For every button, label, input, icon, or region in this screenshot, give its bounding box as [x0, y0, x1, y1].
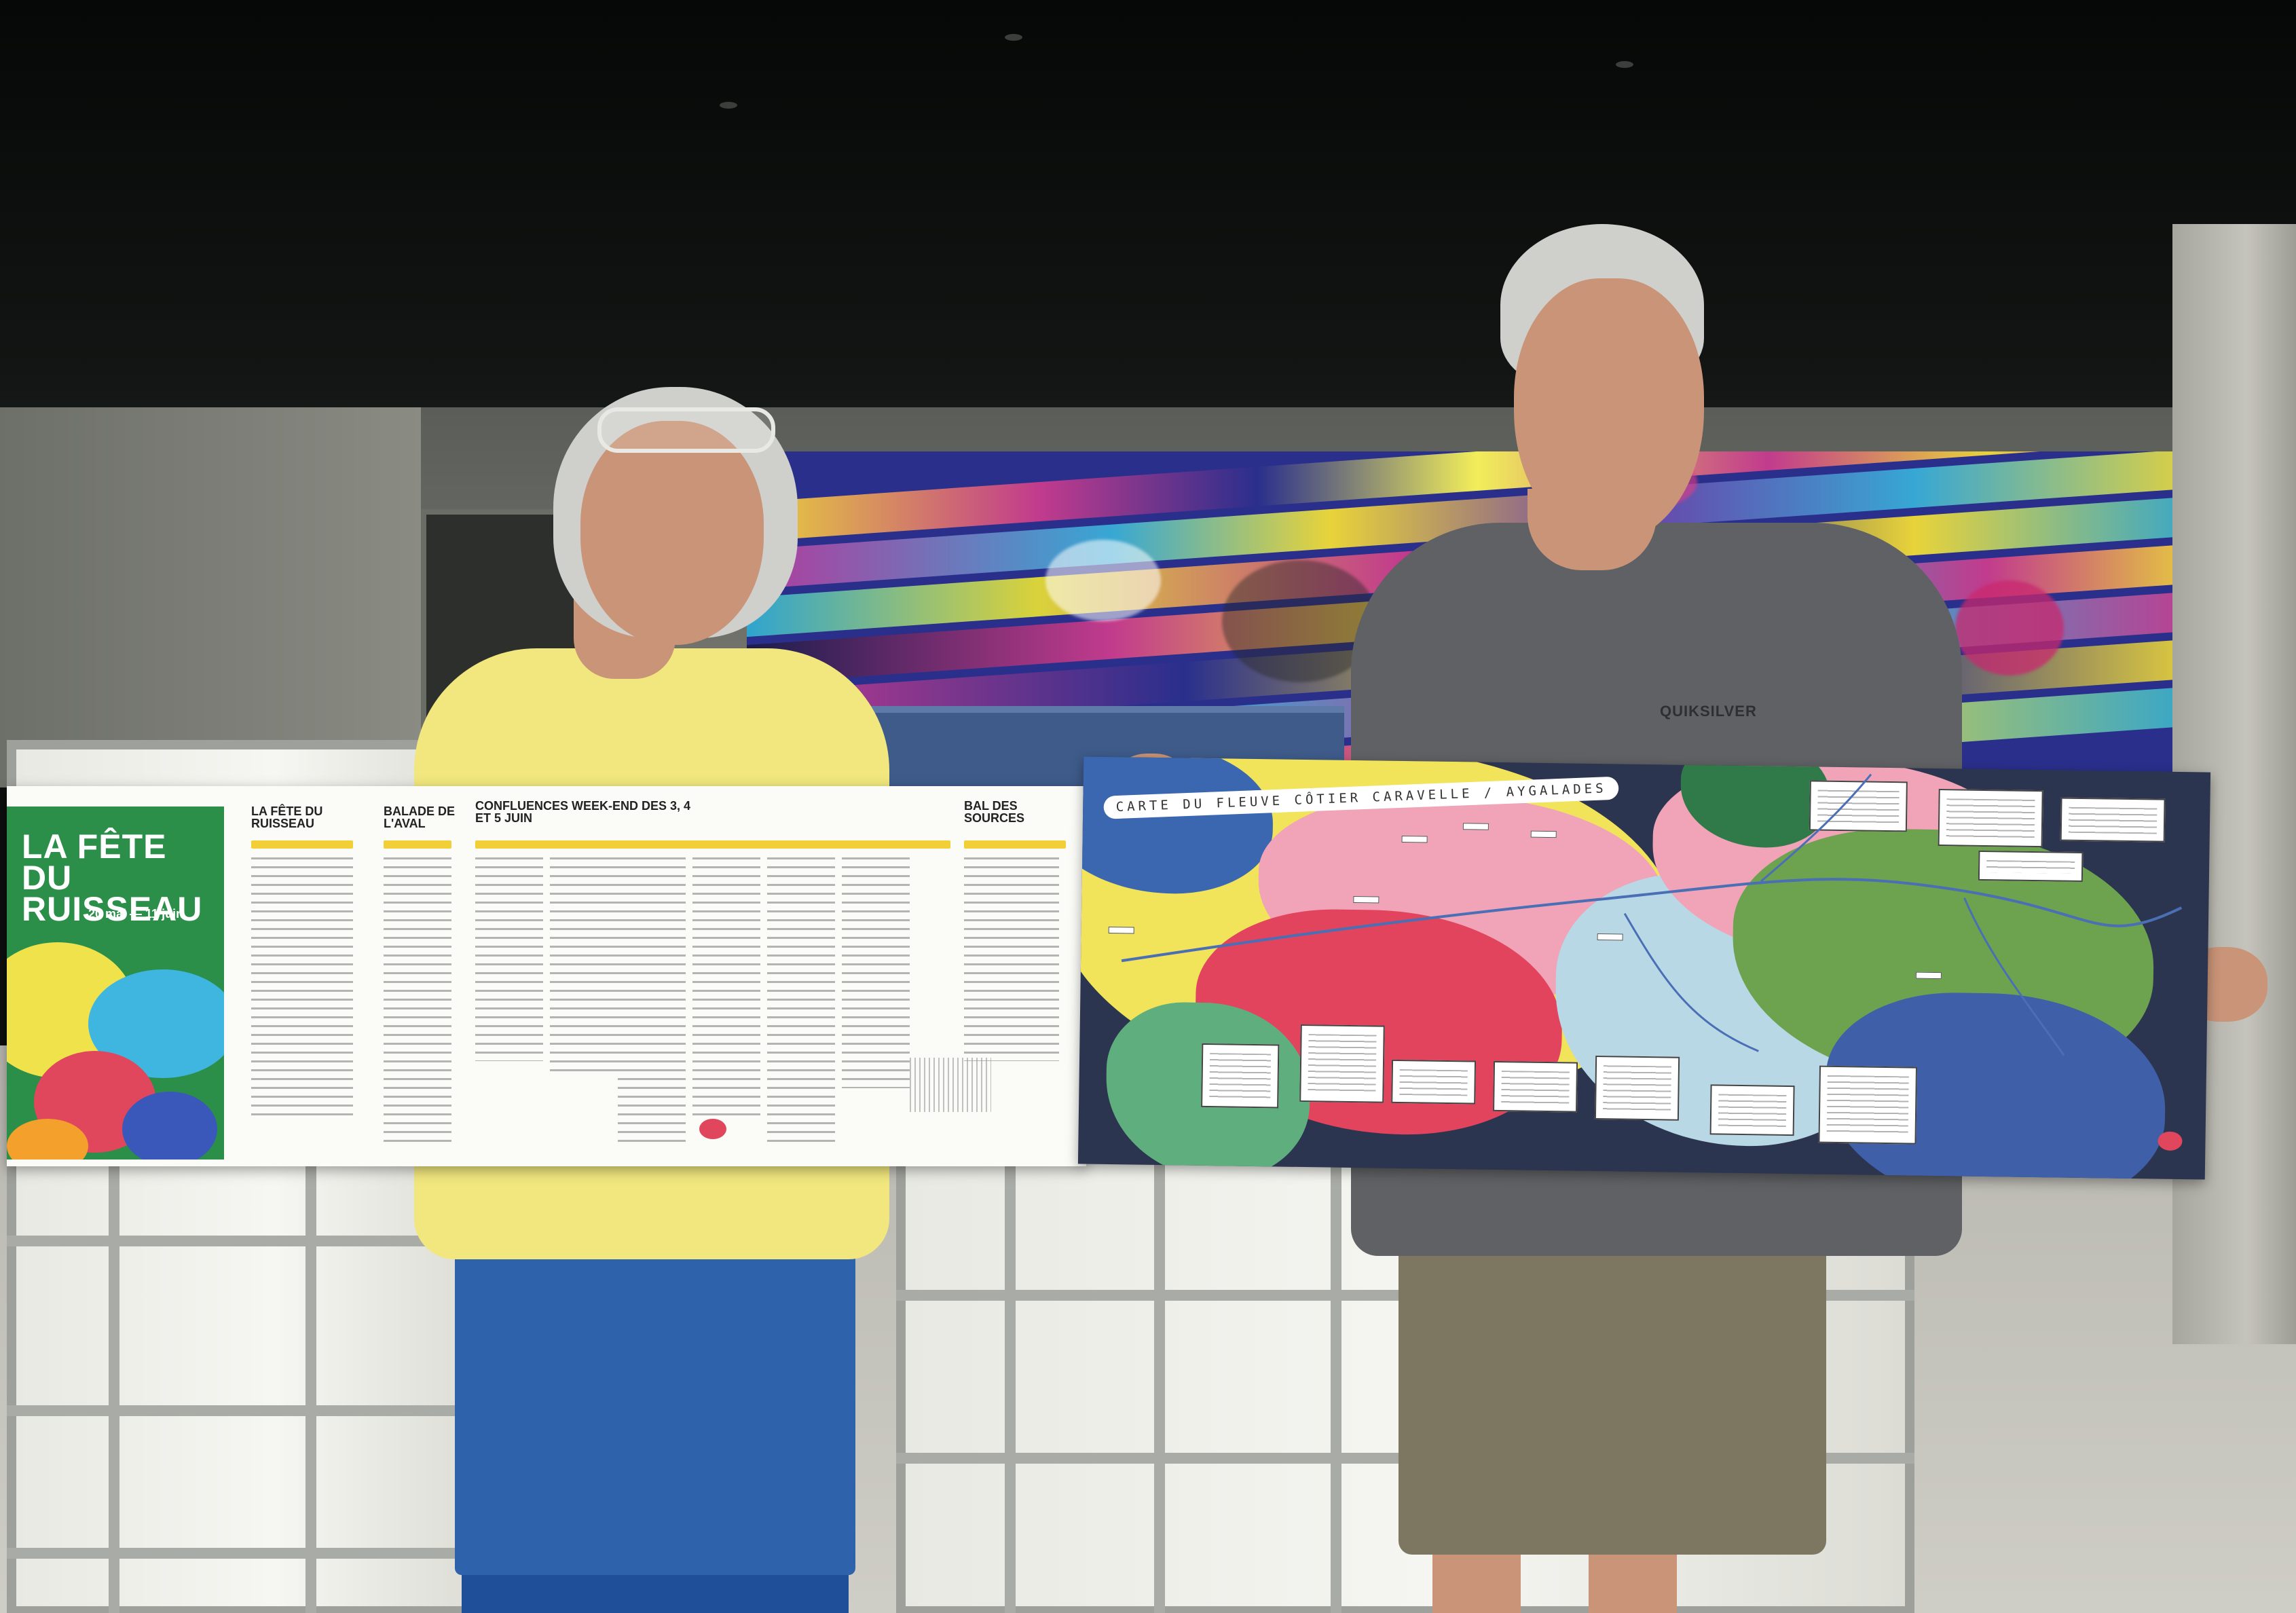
tank-frame-bar — [1005, 1127, 1016, 1613]
ceiling-light — [1005, 34, 1022, 41]
section-divider — [384, 840, 451, 849]
tshirt-logo: QUIKSILVER — [1660, 703, 1757, 720]
body-text-block — [964, 857, 1059, 1061]
concrete-left-wall — [0, 407, 421, 787]
river-lines — [1121, 773, 2183, 1056]
body-text-block — [842, 857, 910, 1088]
section-heading: LA FÊTE DU RUISSEAU — [251, 804, 323, 830]
tank-frame-bar — [109, 1154, 119, 1613]
logo-icon — [699, 1119, 726, 1139]
section-heading: CONFLUENCES WEEK-END DES 3, 4 ET 5 JUIN — [475, 799, 691, 825]
body-text-block — [550, 857, 618, 1075]
cover-blob — [122, 1092, 217, 1160]
brochure-cover-dates: 20 mai — 11 juin — [88, 907, 184, 921]
river-map-poster: CARTE DU FLEUVE CÔTIER CARAVELLE / AYGAL… — [1077, 756, 2211, 1180]
ceiling-light — [1616, 61, 1633, 68]
tank-frame-bar — [7, 1236, 496, 1246]
body-text-block — [692, 857, 760, 1115]
ceiling-light — [720, 102, 737, 109]
cover-blob — [7, 1119, 88, 1160]
paint-splash — [1045, 540, 1161, 621]
section-heading: BALADE DE L'AVAL — [384, 804, 456, 830]
body-text-block — [618, 857, 686, 1143]
tank-frame-bar — [1154, 1127, 1165, 1613]
tank-frame-bar — [1331, 1127, 1341, 1613]
logo-icon — [2158, 1131, 2183, 1151]
brochure-cover: LA FÊTE DU RUISSEAU 20 mai — 11 juin — [7, 806, 224, 1160]
tank-frame-bar — [7, 1405, 496, 1416]
woman-face — [580, 421, 764, 645]
body-text-block — [475, 857, 543, 1061]
sunglasses-on-head-icon — [597, 407, 775, 453]
brochure-cover-title: LA FÊTE DU RUISSEAU — [22, 828, 203, 928]
tank-frame-bar — [305, 1154, 316, 1613]
section-divider — [964, 840, 1066, 849]
tank-frame-bar — [7, 1548, 496, 1559]
section-heading: BAL DES SOURCES — [964, 799, 1025, 825]
section-divider — [475, 840, 950, 849]
section-divider — [251, 840, 353, 849]
body-text-block — [384, 857, 451, 1143]
body-text-block — [251, 857, 353, 1115]
festival-brochure: LA FÊTE DU RUISSEAU 20 mai — 11 juin LA … — [7, 786, 1086, 1166]
man-face — [1514, 278, 1704, 543]
hand-drawn-figure — [910, 1058, 991, 1112]
body-text-block — [767, 857, 835, 1143]
paint-splash — [1955, 580, 2064, 675]
